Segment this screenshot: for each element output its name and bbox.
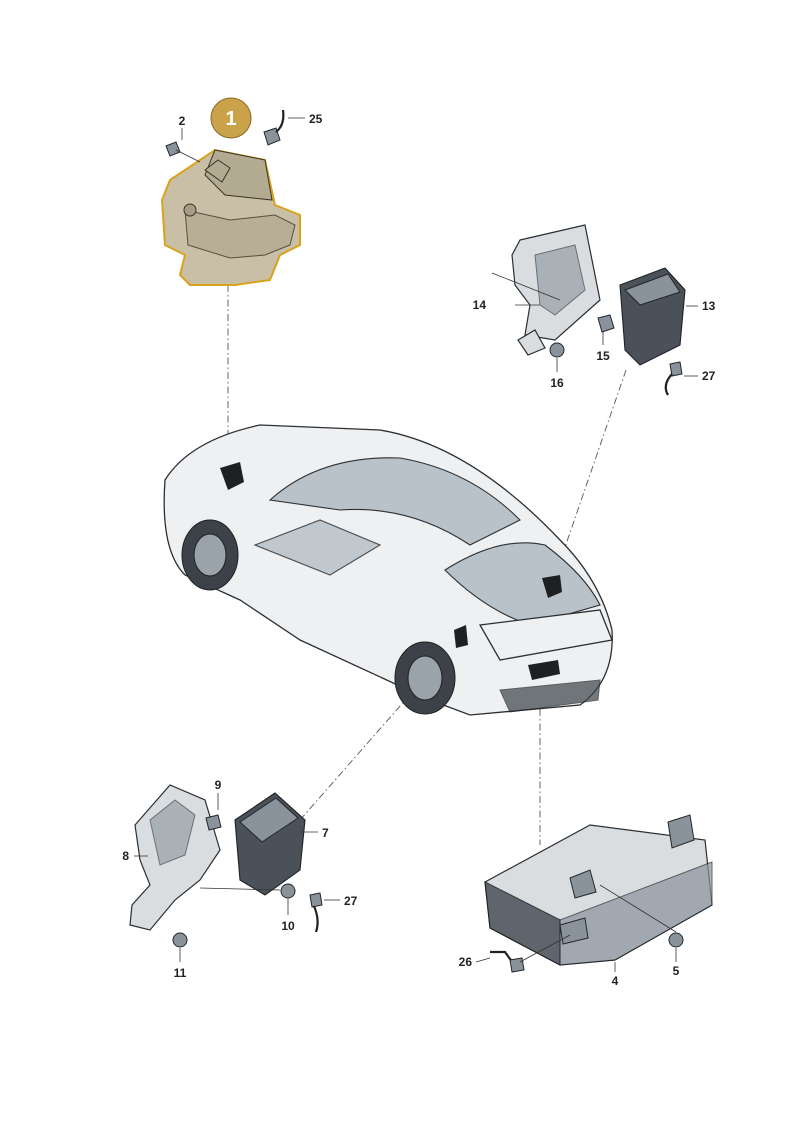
badge-label: 1 [225,108,236,130]
part-15-bolt[interactable] [597,314,615,333]
callout-10: 10 [281,919,295,933]
part-11-nut[interactable] [172,932,188,948]
part-9-bolt[interactable] [205,814,222,831]
callout-13: 13 [702,299,716,313]
callout-9: 9 [215,778,222,792]
callout-4: 4 [612,974,619,988]
part-26-connector[interactable] [490,934,571,973]
callout-2: 2 [179,114,186,128]
part-7-module[interactable] [234,792,306,896]
part-13-module[interactable] [619,267,686,366]
callout-27-bottom: 27 [344,894,358,908]
callout-11: 11 [174,966,187,980]
callout-26: 26 [459,955,473,969]
callout-27-top: 27 [702,369,716,383]
part-27-connector-bottom[interactable] [309,892,323,933]
callout-14: 14 [473,298,487,312]
part-16-nut[interactable] [549,342,565,358]
car-illustration [163,424,613,716]
callout-8: 8 [122,849,129,863]
callout-25: 25 [309,112,323,126]
part-4-control-unit[interactable] [484,814,713,966]
part-10-nut[interactable] [280,883,296,899]
part-14-bracket[interactable] [491,224,601,356]
callout-15: 15 [596,349,610,363]
callout-5: 5 [673,964,680,978]
part-25-connector[interactable] [263,109,305,146]
part-8-bracket[interactable] [129,784,221,931]
callout-labels: 2 25 14 13 15 16 27 9 7 8 27 10 11 26 4 … [122,112,715,988]
callout-16: 16 [550,376,564,390]
callout-7: 7 [322,826,329,840]
part-1-control-unit[interactable] [160,148,301,286]
part-27-connector-top[interactable] [664,361,683,396]
part-5-nut[interactable] [668,932,684,948]
part-1-badge[interactable]: 1 [210,97,252,139]
part-2-bolt[interactable] [165,141,201,163]
